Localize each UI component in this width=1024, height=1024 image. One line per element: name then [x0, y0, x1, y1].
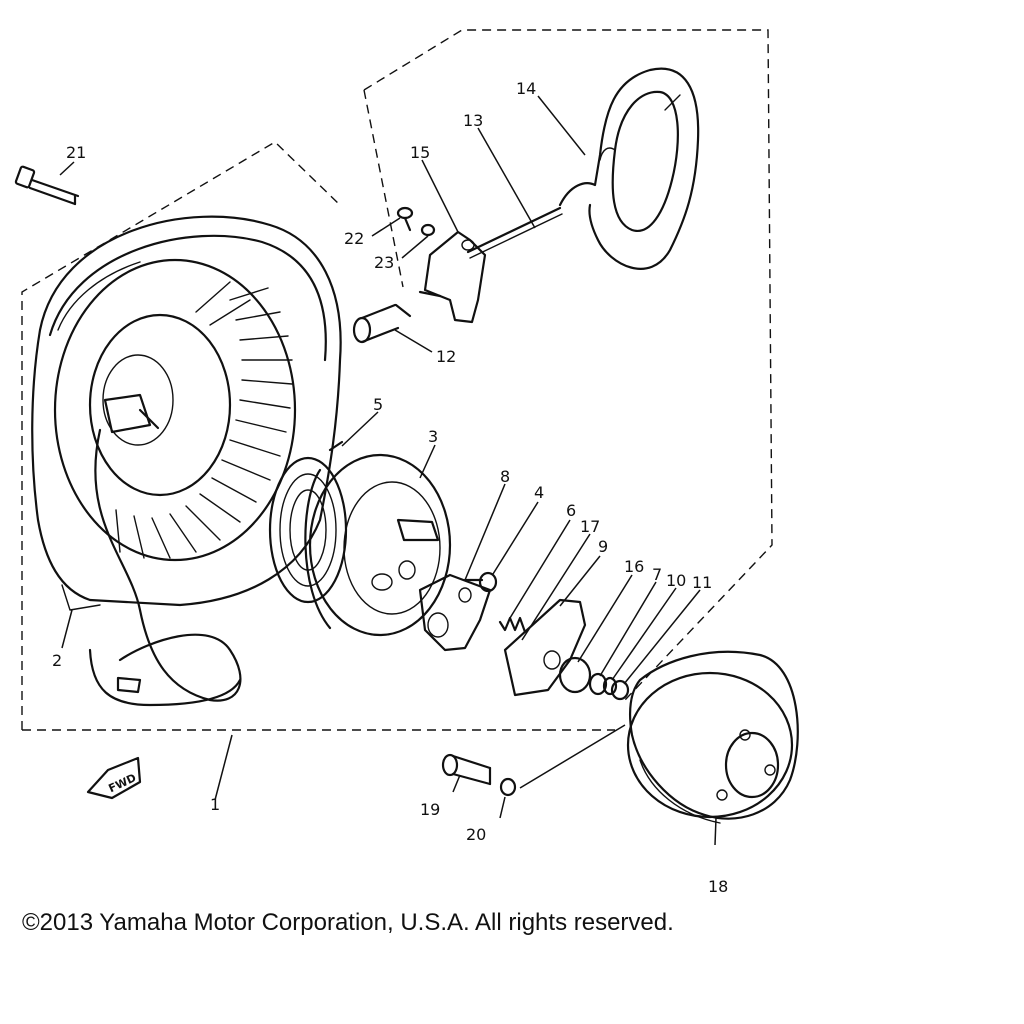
label-1: 1	[210, 795, 220, 814]
leader-lines	[59, 95, 717, 846]
forward-direction-arrow: FWD	[86, 756, 142, 800]
label-8: 8	[500, 467, 510, 486]
washer-23	[420, 223, 436, 237]
pin-8	[463, 571, 498, 593]
label-3: 3	[428, 427, 438, 446]
label-11: 11	[692, 573, 712, 592]
spring-7	[588, 672, 608, 696]
fan-housing	[31, 215, 342, 707]
ratchet-pawl-4	[418, 573, 492, 652]
label-10: 10	[666, 571, 686, 590]
label-23: 23	[374, 253, 394, 272]
part-labels: 21 2 1 15 13 14 22 23 12 5 3 8 4 6 17 9 …	[52, 79, 728, 896]
rope-reel-3	[304, 453, 452, 637]
label-15: 15	[410, 143, 430, 162]
label-16: 16	[624, 557, 644, 576]
copyright-notice: ©2013 Yamaha Motor Corporation, U.S.A. A…	[22, 909, 674, 936]
label-9: 9	[598, 537, 608, 556]
label-2: 2	[52, 651, 62, 670]
starter-handle-14	[558, 67, 700, 270]
washer-20	[499, 777, 517, 797]
assembly-boundary	[21, 29, 773, 731]
label-22: 22	[344, 229, 364, 248]
label-14: 14	[516, 79, 536, 98]
label-19: 19	[420, 800, 440, 819]
bolt-19	[441, 753, 492, 786]
label-4: 4	[534, 483, 544, 502]
label-7: 7	[652, 565, 662, 584]
washer-10	[602, 676, 618, 696]
friction-plate-9	[503, 598, 587, 697]
return-spring-6	[498, 616, 527, 634]
nut-11	[610, 679, 630, 701]
label-12: 12	[436, 347, 456, 366]
label-21: 21	[66, 143, 86, 162]
exploded-parts-diagram: FWD 21 2 1 15 13 14 22 23	[14, 29, 799, 896]
label-13: 13	[463, 111, 483, 130]
label-6: 6	[566, 501, 576, 520]
washer-16	[558, 656, 592, 694]
label-18: 18	[708, 877, 728, 896]
label-17: 17	[580, 517, 600, 536]
starter-rope-13	[466, 206, 563, 259]
shaft-12	[352, 303, 412, 344]
label-5: 5	[373, 395, 383, 414]
guide-bracket-15	[418, 230, 487, 324]
screw-22	[396, 206, 414, 232]
drive-cup-18	[626, 650, 799, 824]
bolt-21	[14, 165, 80, 206]
label-20: 20	[466, 825, 486, 844]
